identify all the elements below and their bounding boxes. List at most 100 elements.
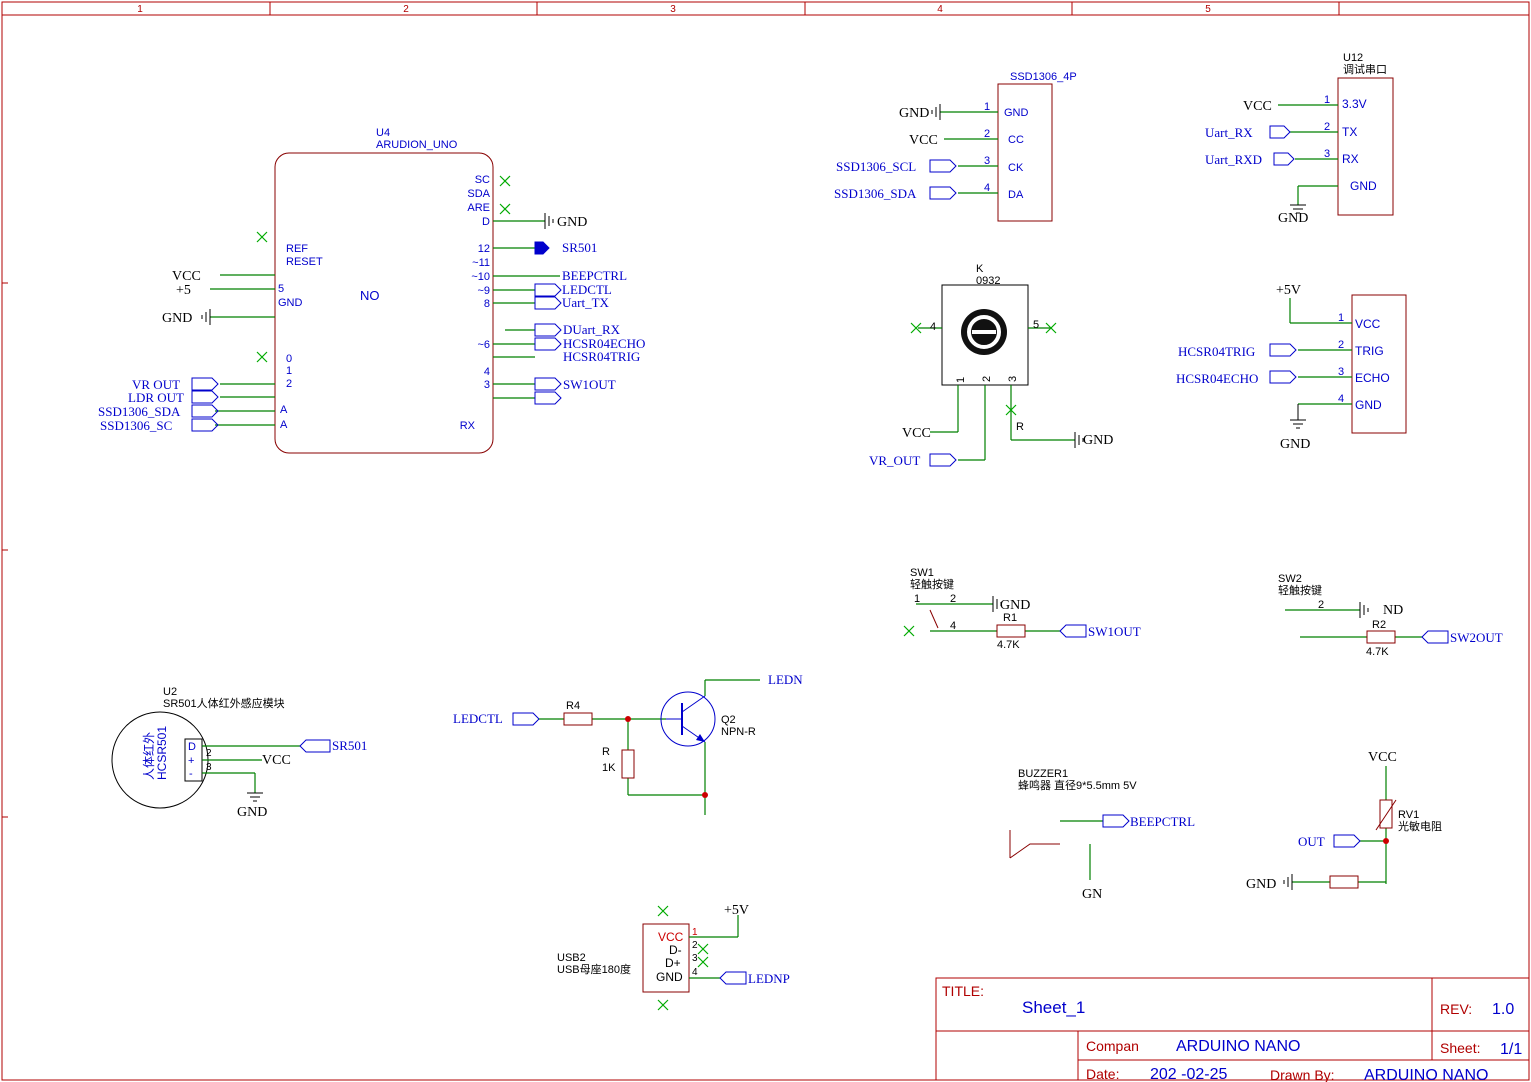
rotary-encoder[interactable]: K 0932 4 5 1 2 3 VCC VR_OUT R GND [869, 263, 1113, 468]
pin-name: TRIG [1355, 344, 1384, 358]
pin-number: 1 [914, 593, 920, 605]
buzzer[interactable]: BUZZER1 蜂鸣器 直径9*5.5mm 5V BEEPCTRL GN [1009, 768, 1195, 902]
no-connect-marks [256, 175, 511, 363]
usb2-connector[interactable]: USB2 USB母座180度 VCC D- D+ GND 1 2 3 4 +5V… [557, 903, 790, 1011]
rv1-photoresistor[interactable]: VCC RV1 光敏电阻 OUT GND [1246, 750, 1442, 892]
net-label: GN [1082, 887, 1102, 902]
net-label: LEDNP [748, 971, 790, 986]
net-label: SR501 [562, 240, 597, 255]
encoder-ref: K [976, 263, 984, 275]
pin-number: 1 [692, 927, 698, 938]
pin-name: D- [669, 943, 682, 957]
pin-number: 3 [692, 953, 698, 964]
u12-debug-serial[interactable]: U12 调试串口 1 2 3 3.3V TX RX GND VCC Uart_R… [1205, 52, 1394, 226]
pin-number: 2 [692, 940, 698, 951]
net-label: GND [1280, 437, 1310, 452]
net-label: VR_OUT [869, 453, 920, 468]
q2-value: NPN-R [721, 726, 756, 738]
resistor-ref: R4 [566, 700, 580, 712]
q2-led-driver[interactable]: LEDCTL R4 R 1K Q2 NPN-R LEDN [453, 672, 803, 815]
net-label: HCSR04ECHO [563, 336, 645, 351]
resistor-value: 4.7K [1366, 646, 1389, 658]
pin-number: 4 [984, 182, 990, 194]
r-resistor [621, 749, 635, 779]
net-label: GND [1246, 877, 1276, 892]
pin-number: 2 [1318, 599, 1324, 611]
net-label: LDR OUT [128, 390, 184, 405]
oled-value: SSD1306_4P [1010, 71, 1077, 83]
column-label: 4 [937, 4, 943, 15]
pin-number: 2 [1338, 339, 1344, 351]
u4-pin-label: A [280, 404, 288, 416]
sw1-tactile-switch[interactable]: SW1 轻触按键 1 2 4 GND R1 4.7K SW1OUT [903, 567, 1141, 651]
net-label: SR501 [332, 738, 367, 753]
pin-number: 4 [1338, 393, 1344, 405]
column-label: 5 [1205, 4, 1211, 15]
net-label: VCC [262, 753, 291, 768]
net-label: +5 [176, 283, 191, 298]
oled-connector[interactable]: SSD1306_4P 1 2 3 4 GND CC CK DA GND VCC … [834, 71, 1077, 222]
pin-number: 5 [1033, 319, 1039, 331]
net-label: SW1OUT [1088, 624, 1141, 639]
pin-number: 4 [950, 620, 956, 632]
u2-pir-sensor[interactable]: U2 SR501人体红外感应模块 人体红外 HCSR501 D + - 2 3 … [111, 686, 367, 820]
pin-name: RX [1342, 152, 1359, 166]
u4-pin-label: ~11 [472, 257, 490, 269]
u4-body-text: NO [360, 288, 380, 303]
sw2-tactile-switch[interactable]: SW2 轻触按键 2 ND R2 4.7K SW2OUT [1278, 573, 1503, 658]
net-label: VCC [902, 426, 931, 441]
net-label: SSD1306_SC [100, 418, 172, 433]
r2-resistor [1366, 630, 1396, 644]
net-label: LEDN [768, 672, 803, 687]
net-label: LEDCTL [562, 282, 612, 297]
pin-number: 3 [206, 762, 212, 773]
net-label: OUT [1298, 834, 1325, 849]
pin-number: 3 [1324, 148, 1330, 160]
net-label: VR OUT [132, 377, 180, 392]
drawn-label: Drawn By: [1270, 1067, 1335, 1082]
pin-name: GND [1004, 107, 1029, 119]
net-label: HCSR04ECHO [1176, 371, 1258, 386]
resistor-value: 1K [602, 762, 616, 774]
net-label: DUart_RX [563, 322, 621, 337]
u4-pin-label: ~6 [477, 339, 490, 351]
buzzer-ref: BUZZER1 [1018, 768, 1068, 780]
u4-pin-label: A [280, 419, 288, 431]
net-label: Uart_TX [562, 295, 610, 310]
pin-name: GND [1355, 398, 1382, 412]
pin-name: GND [656, 970, 683, 984]
u4-pin-label: 8 [484, 298, 490, 310]
sw1-value: 轻触按键 [910, 577, 954, 591]
sheet-value: 1/1 [1500, 1041, 1522, 1058]
u4-pin-label: RESET [286, 256, 323, 268]
pin-name: D+ [665, 956, 681, 970]
u4-pin-label: ~10 [471, 271, 490, 283]
net-label: GND [237, 805, 267, 820]
usb2-ref: USB2 [557, 952, 586, 964]
pin-name: CK [1008, 162, 1024, 174]
pin-name: CC [1008, 134, 1024, 146]
net-label: Uart_RX [1205, 125, 1253, 140]
u4-arduino[interactable]: U4 ARUDION_UNO NO REF RESET 5 GND 0 1 2 … [98, 127, 645, 454]
pin-number: 3 [1338, 366, 1344, 378]
r1-resistor [996, 624, 1026, 638]
rv1-value: 光敏电阻 [1398, 819, 1442, 833]
company-label: Compan [1086, 1038, 1139, 1054]
u12-value: 调试串口 [1343, 63, 1387, 76]
gnd-symbol [544, 213, 554, 229]
net-label: GND [899, 106, 929, 121]
pin-number: 4 [692, 967, 698, 978]
q2-ref: Q2 [721, 714, 736, 726]
u4-pin-label: 3 [484, 379, 490, 391]
u12-ref: U12 [1343, 52, 1363, 64]
net-label: SW1OUT [563, 377, 616, 392]
pin-number: 1 [1338, 312, 1344, 324]
net-label: HCSR04TRIG [563, 349, 640, 364]
u4-pin-label: 0 [286, 353, 292, 365]
pin-number: 1 [1324, 94, 1330, 106]
u4-pin-label: ~9 [477, 285, 490, 297]
hcsr04-ultrasonic[interactable]: 1 2 3 4 VCC TRIG ECHO GND +5V HCSR04TRIG… [1176, 283, 1407, 452]
net-label: SSD1306_SCL [836, 159, 916, 174]
